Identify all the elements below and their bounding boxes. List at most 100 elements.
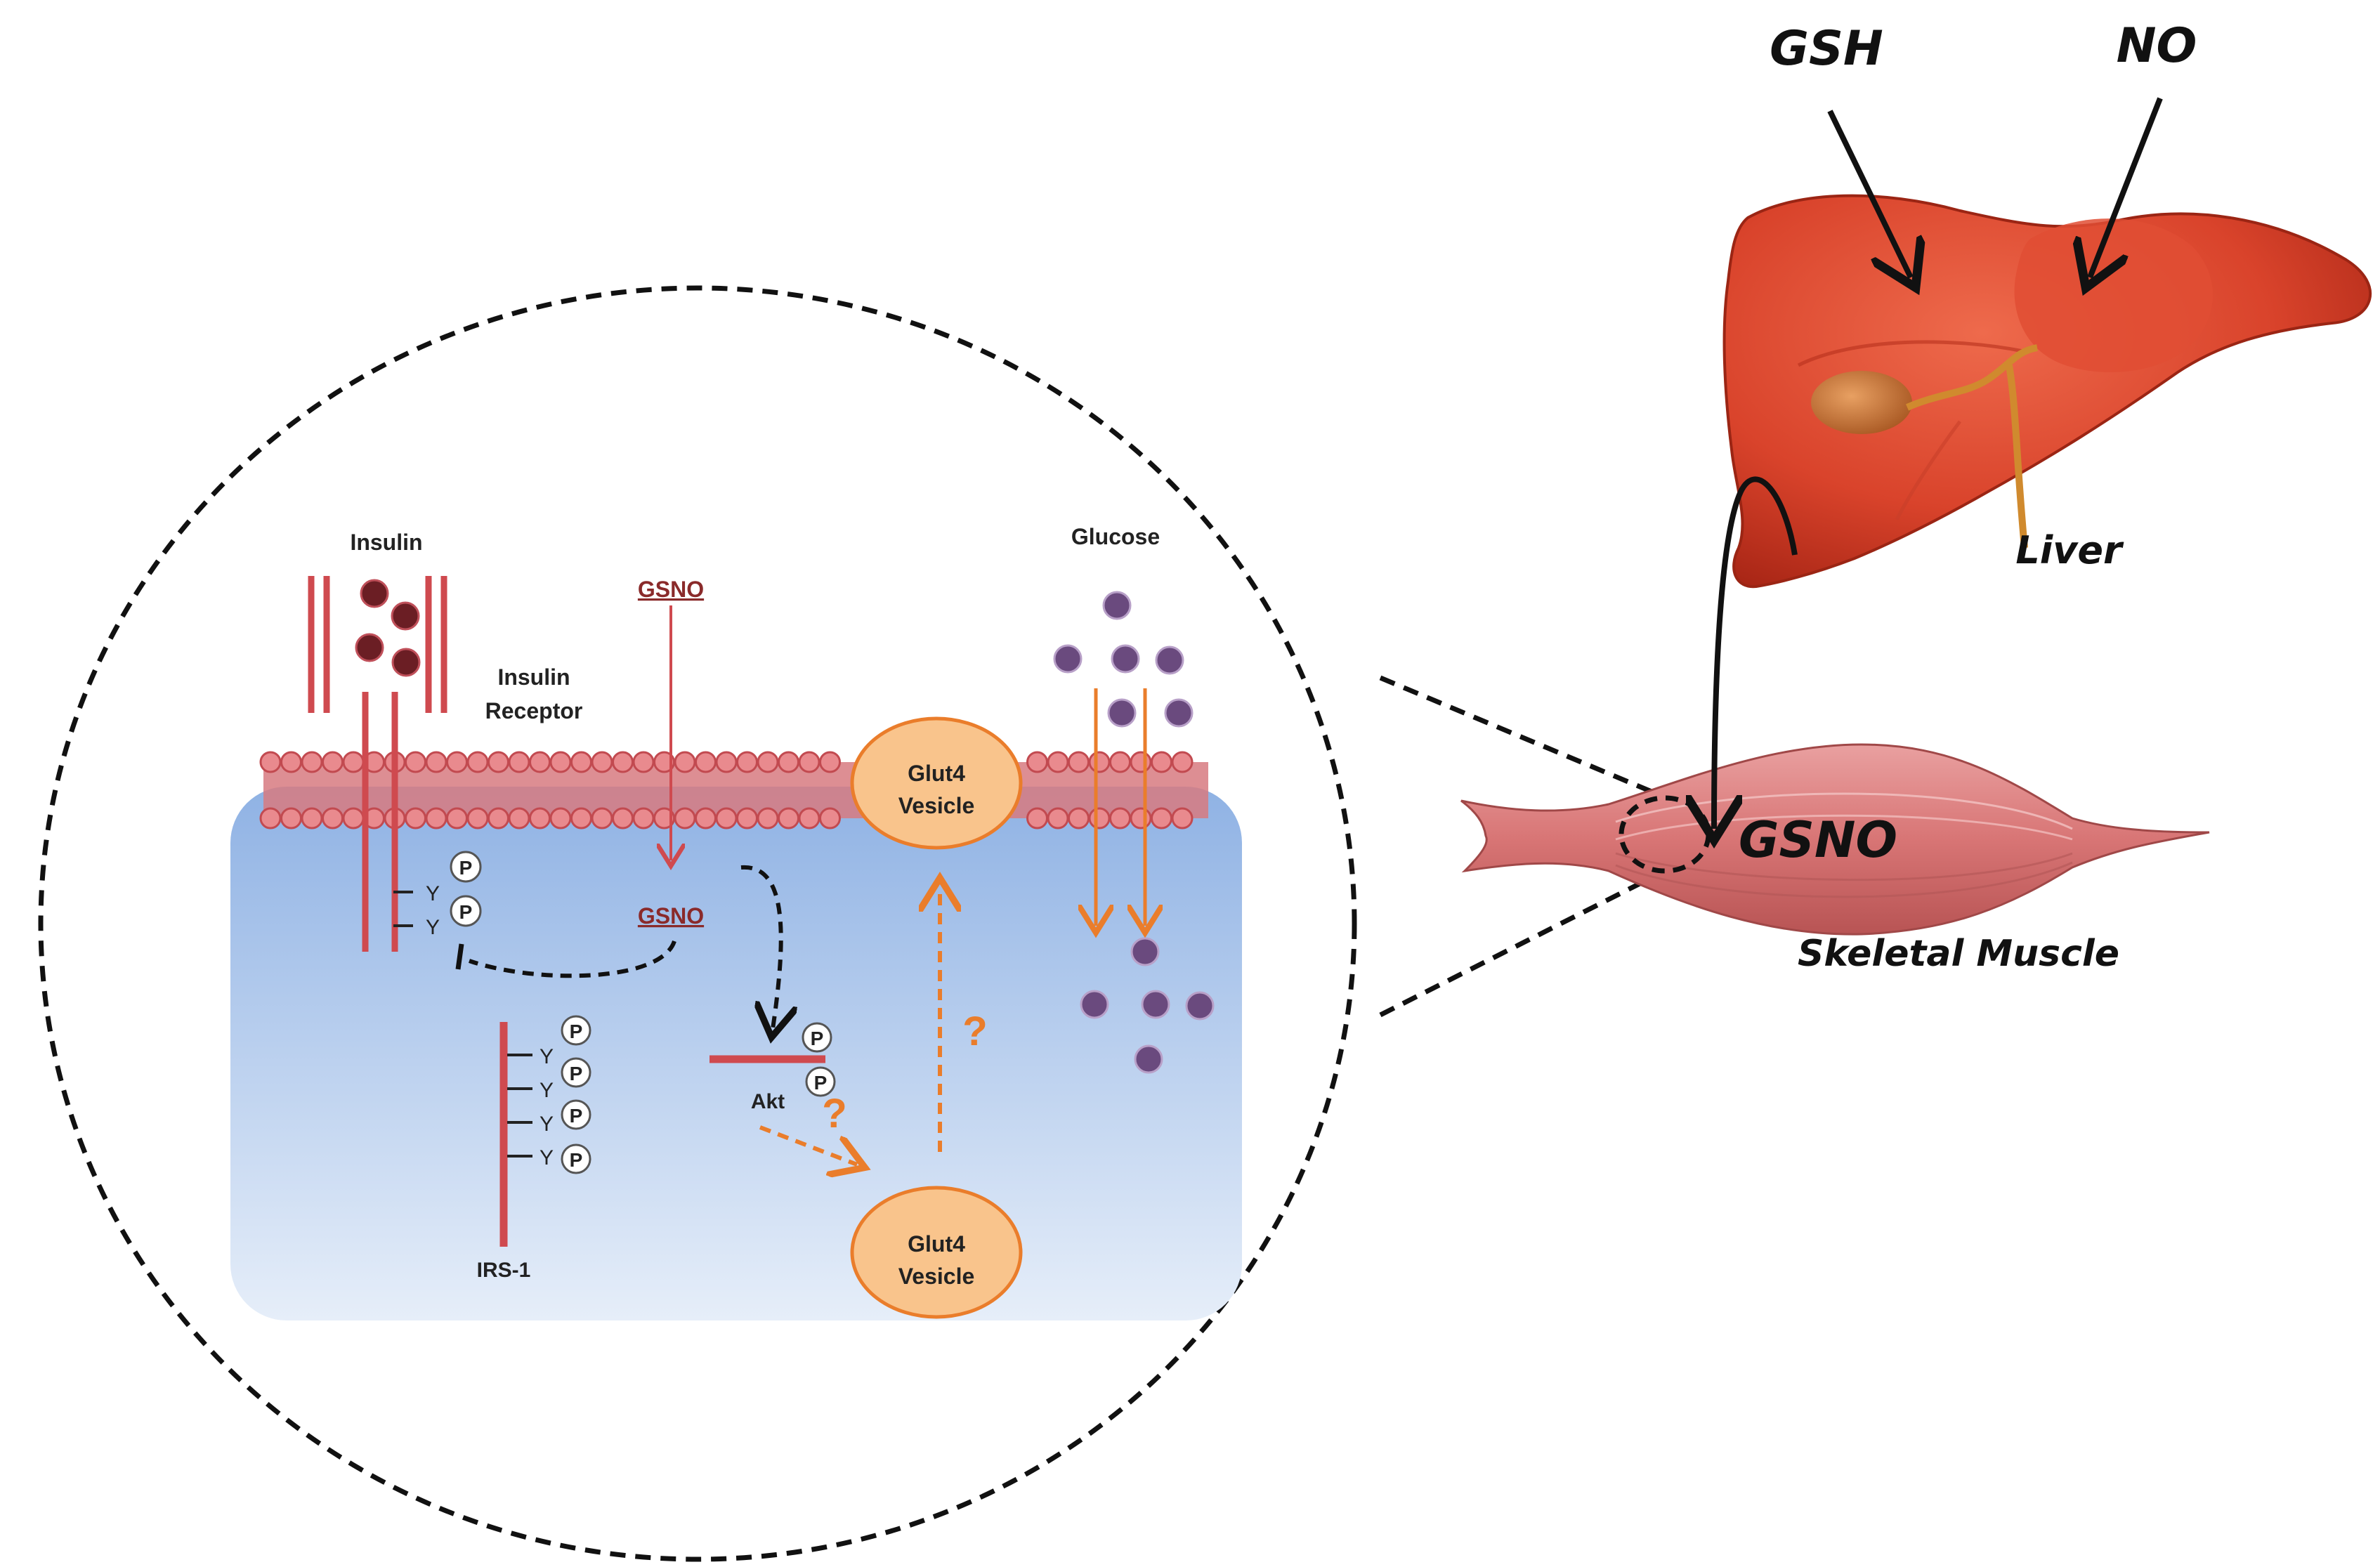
phospholipid-head [425, 751, 447, 773]
phospholipid-head [259, 807, 282, 830]
phospholipid-head [425, 807, 447, 830]
phospholipid-head [1171, 807, 1194, 830]
glut4-membrane-line2: Vesicle [898, 793, 975, 818]
zoom-line-bottom [1379, 868, 1666, 1018]
skeletal-muscle-illustration [1460, 743, 2210, 936]
phospholipid-head [1130, 807, 1152, 830]
gsno-extracellular-label: GSNO [638, 577, 704, 602]
glucose-dot [1134, 1044, 1163, 1074]
phospholipid-head [736, 807, 758, 830]
gsno-muscle-label: GSNO [1739, 811, 1897, 869]
phospholipid-head [259, 751, 282, 773]
insulin-receptor [308, 576, 447, 952]
inhibition-bar [455, 943, 464, 970]
glucose-intracellular [1080, 937, 1215, 1074]
question-mark-akt: ? [822, 1091, 846, 1136]
phospholipid-head [570, 751, 592, 773]
phospholipid-head [342, 807, 365, 830]
phospholipid-head [1151, 807, 1172, 830]
question-mark-translocation: ? [962, 1009, 987, 1054]
insulin-label: Insulin [350, 530, 422, 555]
receptor-phospho-sites: Y P Y P [393, 851, 482, 939]
gsh-label: GSH [1770, 21, 1883, 77]
tyrosine-label: Y [540, 1079, 554, 1102]
phospholipid-head [612, 751, 634, 773]
phospholipid-head [715, 807, 738, 830]
irs1-phospho-sites: Y P Y P Y P Y P [507, 1015, 591, 1174]
no-label: NO [2117, 18, 2197, 74]
phospholipid-head [778, 751, 799, 773]
phospholipid-head [322, 807, 344, 830]
glut4-cytosol-line1: Glut4 [908, 1231, 965, 1257]
tyrosine-label: Y [540, 1146, 554, 1169]
phospholipid-head [1151, 751, 1172, 773]
phospholipid-head [280, 807, 302, 830]
phospholipid-head [405, 751, 426, 773]
glucose-label: Glucose [1071, 524, 1160, 549]
phospholipid-head [695, 807, 717, 830]
glut4-vesicle-membrane: Glut4 Vesicle [850, 716, 1023, 850]
phospholipid-head [405, 807, 426, 830]
phospho-label: P [570, 1063, 583, 1084]
phospholipid-head [446, 807, 468, 830]
phospholipid-head [632, 807, 655, 830]
glucose-dot [1155, 645, 1184, 675]
cytosol [230, 787, 1242, 1320]
phospholipid-head [322, 751, 344, 773]
glucose-dot [1053, 644, 1083, 674]
phospholipid-head [674, 807, 696, 830]
phospholipid-head [1109, 807, 1131, 830]
magnifier-circle [38, 285, 1357, 1562]
phospholipid-head [1047, 751, 1069, 773]
gsh-to-liver-arrow [1827, 110, 1911, 277]
phospholipid-head [819, 751, 841, 773]
akt-phospho-label: P [811, 1028, 824, 1049]
phospholipid-head [529, 807, 551, 830]
phospholipid-head [591, 751, 613, 773]
insulin-receptor-label-line1: Insulin [497, 664, 570, 690]
phospholipid-head [301, 751, 323, 773]
phospholipid-head [1109, 751, 1131, 773]
glucose-dot [1141, 990, 1170, 1019]
tyrosine-label: Y [426, 882, 440, 905]
phospholipid-head [549, 751, 572, 773]
phospholipid-head [1026, 807, 1048, 830]
phospholipid-head [798, 751, 820, 773]
phospho-label: P [570, 1021, 583, 1042]
insulin-dot [391, 601, 420, 631]
phospholipid-head [342, 751, 365, 773]
phospholipid-head [819, 807, 841, 830]
phospholipid-head [488, 807, 509, 830]
phospholipid-head [1068, 807, 1090, 830]
phospho-label: P [459, 857, 473, 879]
phospholipid-head [674, 751, 696, 773]
phospholipid-head [508, 807, 530, 830]
phospholipid-head [301, 807, 323, 830]
phospholipid-head [715, 751, 738, 773]
gsno-intracellular-label: GSNO [638, 903, 704, 929]
phospholipid-head [798, 807, 820, 830]
phospholipid-head [1068, 751, 1090, 773]
glucose-dot [1185, 991, 1215, 1021]
phospholipid-head [1088, 807, 1111, 830]
insulin-dot [391, 648, 421, 677]
phospholipid-head [466, 751, 489, 773]
phospho-label: P [459, 901, 473, 923]
tyrosine-label: Y [540, 1113, 554, 1136]
glucose-dot [1102, 591, 1132, 620]
phospholipid-head [695, 751, 717, 773]
phospholipid-head [591, 807, 613, 830]
glucose-dot [1130, 937, 1160, 966]
akt-to-glut4-arrow [759, 1125, 857, 1165]
glut4-membrane-line1: Glut4 [908, 761, 965, 786]
insulin-dot [355, 633, 384, 662]
glut4-vesicle-cytosol: Glut4 Vesicle [850, 1186, 1023, 1319]
glut4-cytosol-line2: Vesicle [898, 1264, 975, 1289]
phospholipid-head [612, 807, 634, 830]
phospholipid-head [508, 751, 530, 773]
gsno-to-akt-arrow [740, 865, 781, 1029]
glucose-dot [1111, 644, 1140, 674]
phospholipid-head [1047, 807, 1069, 830]
phospholipid-head [1171, 751, 1194, 773]
phospholipid-head [529, 751, 551, 773]
